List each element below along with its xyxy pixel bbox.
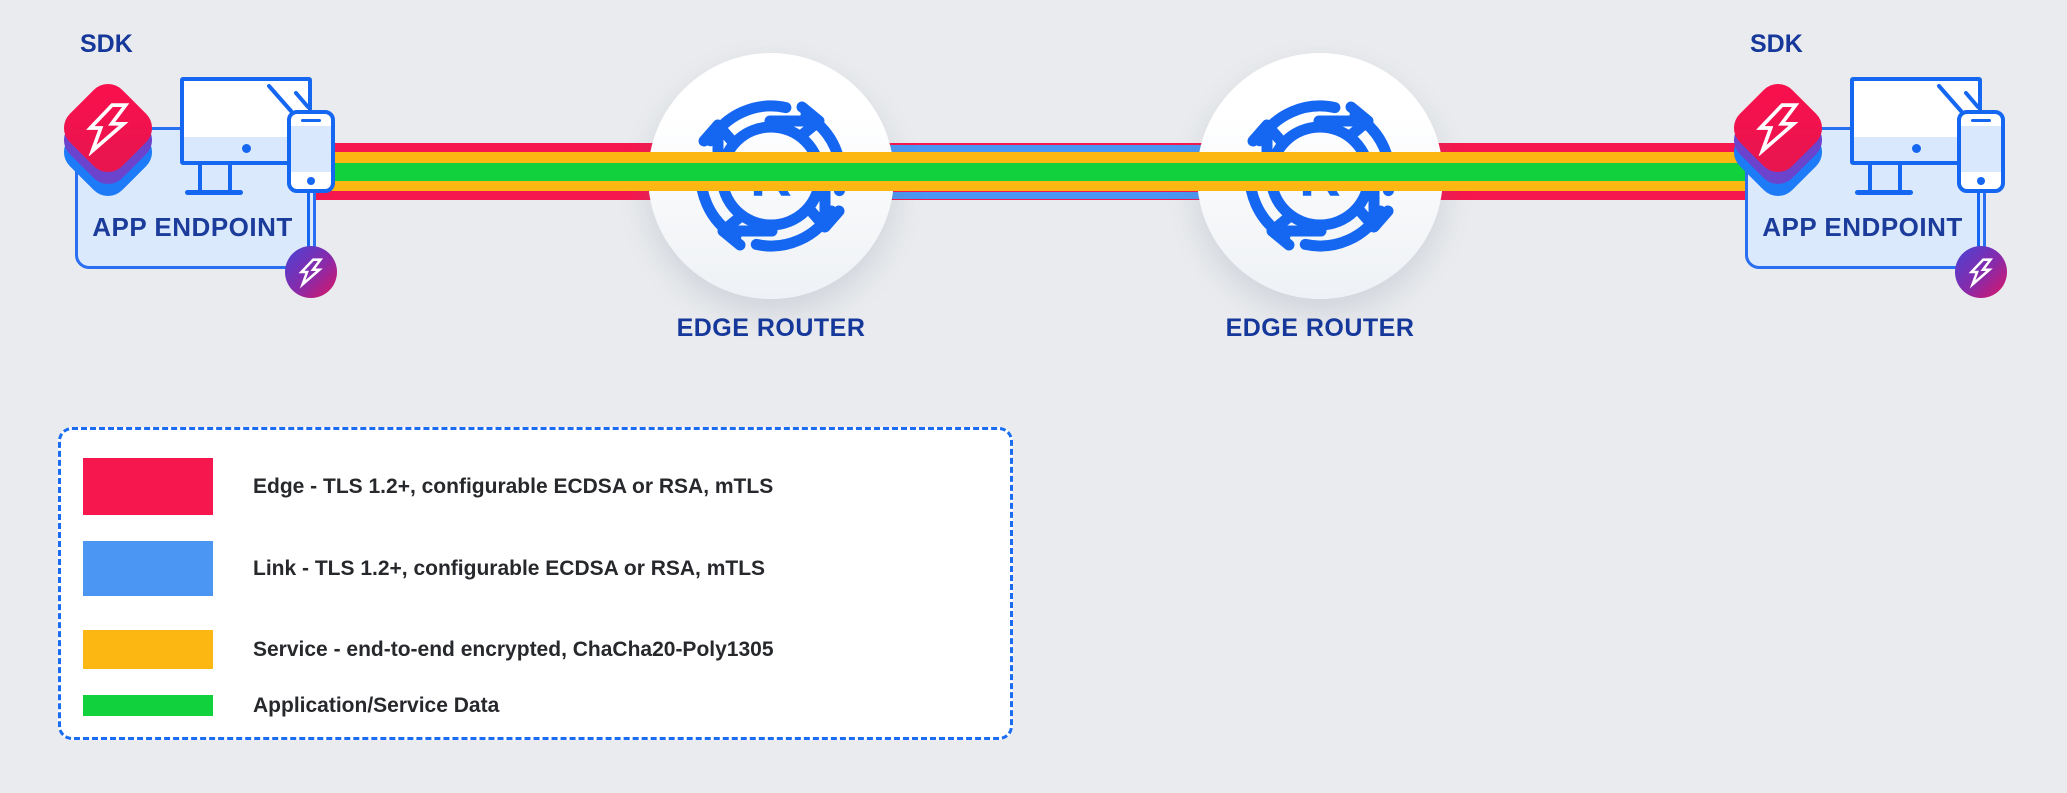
app-endpoint-label: APP ENDPOINT	[92, 212, 293, 242]
legend-row-application-data: Application/Service Data	[83, 693, 500, 717]
legend-label: Service - end-to-end encrypted, ChaCha20…	[253, 637, 774, 661]
link-channel-stripe-top	[771, 145, 1320, 152]
signal-slashes-icon	[267, 84, 310, 113]
phone-speaker	[301, 119, 321, 122]
legend-label: Application/Service Data	[253, 693, 500, 717]
legend-label: Edge - TLS 1.2+, configurable ECDSA or R…	[253, 474, 774, 498]
service-channel-stripe-top	[305, 152, 1790, 163]
ziti-bolt-icon	[298, 258, 324, 289]
sdk-label: SDK	[80, 30, 133, 58]
monitor-power-dot	[1912, 144, 1921, 153]
app-endpoint-label: APP ENDPOINT	[1762, 212, 1963, 242]
application-data-stripe	[305, 163, 1790, 181]
phone-icon	[287, 110, 335, 193]
badge-connector-line	[307, 193, 310, 269]
monitor-base	[185, 190, 243, 195]
edge-color-swatch	[83, 458, 213, 515]
ziti-bolt-icon	[1756, 103, 1800, 156]
legend-box: Edge - TLS 1.2+, configurable ECDSA or R…	[58, 427, 1013, 740]
phone-home-button	[307, 177, 315, 185]
ziti-bolt-icon	[1968, 258, 1994, 289]
link-channel-stripe-bottom	[771, 192, 1320, 199]
service-color-swatch	[83, 630, 213, 669]
phone-screen	[1961, 126, 2001, 172]
ziti-bolt-icon	[86, 103, 130, 156]
monitor-stand	[1868, 165, 1902, 190]
phone-screen	[291, 126, 331, 172]
phone-icon	[1957, 110, 2005, 193]
application-data-color-swatch	[83, 695, 213, 716]
legend-row-link: Link - TLS 1.2+, configurable ECDSA or R…	[83, 541, 765, 596]
monitor-power-dot	[242, 144, 251, 153]
signal-slashes-icon	[1937, 84, 1980, 113]
app-endpoint-right: SDK APP ENDPOINT	[1700, 20, 2045, 330]
app-endpoint-left: SDK APP ENDPOINT	[30, 20, 375, 330]
legend-label: Link - TLS 1.2+, configurable ECDSA or R…	[253, 556, 766, 580]
badge-connector-line	[1977, 193, 1980, 269]
ziti-badge	[285, 246, 337, 298]
phone-home-button	[1977, 177, 1985, 185]
edge-router-label: EDGE ROUTER	[1225, 314, 1415, 342]
monitor-stand	[198, 165, 232, 190]
ziti-badge	[1955, 246, 2007, 298]
link-color-swatch	[83, 541, 213, 596]
monitor-base	[1855, 190, 1913, 195]
sdk-label: SDK	[1750, 30, 1803, 58]
service-channel-stripe-bottom	[305, 181, 1790, 191]
legend-row-service: Service - end-to-end encrypted, ChaCha20…	[83, 630, 774, 669]
edge-router-label: EDGE ROUTER	[676, 314, 866, 342]
phone-speaker	[1971, 119, 1991, 122]
legend-row-edge: Edge - TLS 1.2+, configurable ECDSA or R…	[83, 458, 773, 515]
